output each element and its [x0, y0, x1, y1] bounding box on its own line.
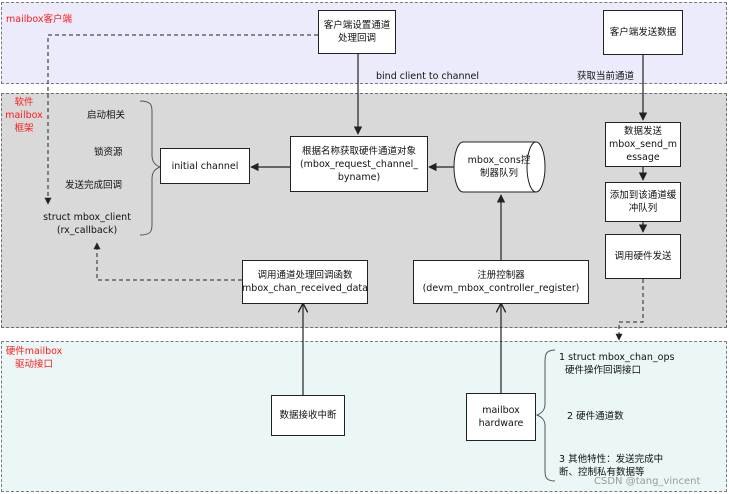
get-channel-label: 获取当前通道	[577, 71, 635, 82]
add-queue-node: 添加到该通道缓 冲队列	[605, 182, 681, 222]
bind-client-label: bind client to channel	[376, 71, 480, 82]
send-message-node: 数据发送 mbox_send_m essage	[605, 122, 681, 167]
hw-channels-label: 2 硬件通道数	[567, 411, 624, 422]
hardware-node: mailbox hardware	[466, 393, 536, 441]
other-features-label: 3 其他特性：发送完成中 断、控制私有数据等	[559, 454, 664, 478]
client-region-label: mailbox客户端	[6, 14, 73, 25]
received-data-node: 调用通道处理回调函数 mbox_chan_received_data	[242, 260, 368, 304]
client-features-brace	[139, 100, 162, 236]
client-setup-node: 客户端设置通道 处理回调	[318, 10, 396, 54]
client-send-node: 客户端发送数据	[603, 10, 683, 55]
received-data-to-mbox-client-edge	[93, 242, 242, 281]
hw-send-to-hardware-edge	[615, 279, 644, 341]
lock-label: 锁资源	[94, 147, 123, 158]
watermark: CSDN @tang_vincent	[594, 476, 701, 487]
hw-send-node: 调用硬件发送	[605, 234, 681, 279]
driver-region-label: 硬件mailbox 驱动接口	[5, 346, 63, 370]
driver-features-brace	[535, 349, 556, 482]
irq-node: 数据接收中断	[271, 395, 345, 436]
mbox-cons-label: mbox_cons控 制器队列	[467, 155, 531, 179]
mbox-client-label: struct mbox_client (rx_callback)	[43, 212, 131, 236]
queue-cylinder-shape	[453, 141, 546, 193]
startup-label: 启动相关	[87, 110, 126, 121]
tx-done-label: 发送完成回调	[65, 180, 123, 191]
initial-channel-node: initial channel	[160, 148, 250, 184]
ops-label: 1 struct mbox_chan_ops 硬件操作回调接口	[559, 352, 675, 376]
controller-register-node: 注册控制器 (devm_mbox_controller_register)	[413, 260, 589, 304]
framework-region-label: 软件 mailbox 框架	[5, 97, 43, 134]
mbox-cons-queue-node: mbox_cons控 制器队列	[453, 141, 548, 193]
driver-region	[1, 341, 727, 492]
client-setup-to-mbox-client-edge	[44, 34, 318, 205]
request-channel-node: 根据名称获取硬件通道对象 (mbox_request_channel_ byna…	[290, 136, 428, 192]
